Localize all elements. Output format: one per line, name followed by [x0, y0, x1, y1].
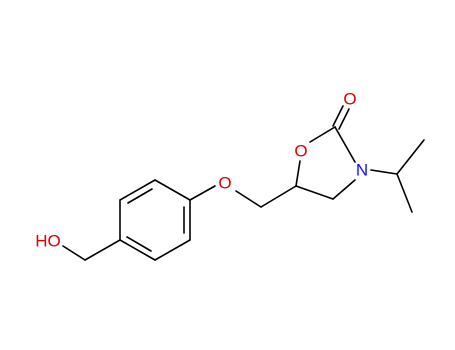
bond-ch-me2 — [396, 173, 413, 213]
bond-ring-3 — [119, 239, 156, 261]
bond-ring-5 — [119, 179, 156, 201]
ring-oxygen-label: O — [294, 141, 307, 160]
bonds — [62, 105, 425, 261]
bond-ch2-ether-o — [235, 190, 262, 208]
bond-c5-ch2 — [260, 185, 297, 208]
bond-oring-c5 — [295, 160, 301, 187]
bond-n3-ch — [370, 169, 398, 175]
bond-ring-ch2 — [84, 239, 121, 261]
hydroxyl-label: HO — [35, 231, 61, 250]
bond-ether-o-ring — [189, 185, 216, 201]
bond-c2-carbonyl-o-1 — [332, 105, 344, 127]
bond-c2-carbonyl-o-2 — [338, 108, 350, 130]
bond-ring-inner-2 — [126, 236, 152, 252]
bond-ch-me1 — [396, 139, 425, 175]
bond-c5-c4 — [295, 185, 334, 200]
carbonyl-oxygen-label: O — [343, 89, 356, 108]
ether-oxygen-label: O — [218, 173, 231, 192]
bond-ring-inner-3 — [127, 188, 153, 204]
atom-labels: O O N O HO — [35, 89, 368, 250]
bond-ch2-hydroxyl — [62, 245, 86, 261]
bond-n3-c2 — [334, 126, 356, 163]
ring-nitrogen-label: N — [356, 160, 368, 179]
bond-c4-n3 — [332, 179, 356, 200]
bond-ring-2 — [154, 239, 191, 261]
bond-ring-6 — [154, 179, 191, 201]
bond-c2-oring — [309, 126, 336, 143]
